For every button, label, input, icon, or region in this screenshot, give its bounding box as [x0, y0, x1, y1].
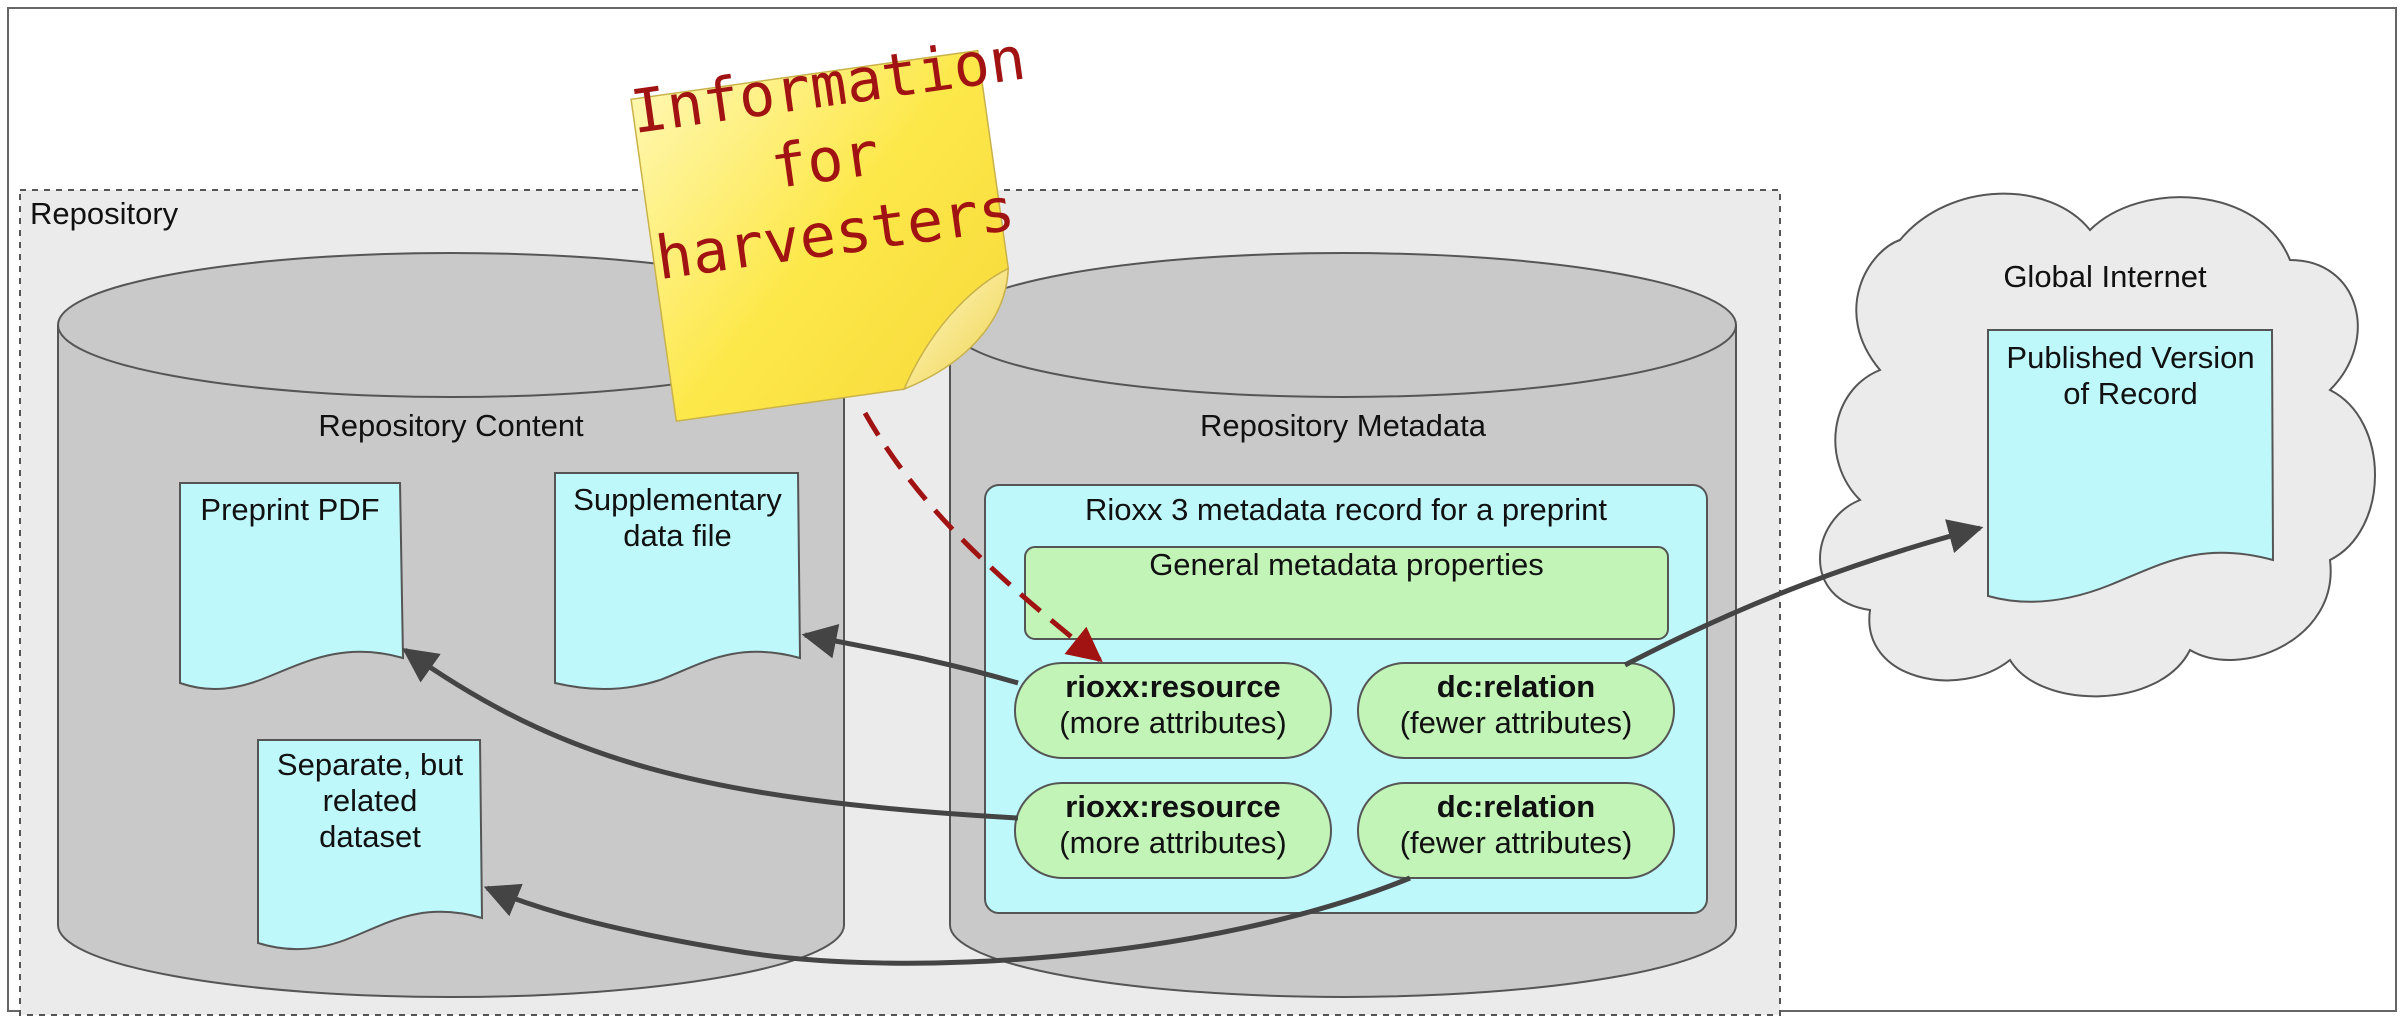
pill-1-name: rioxx:resource	[1065, 669, 1281, 704]
pill-3-text: rioxx:resource (more attributes)	[1015, 789, 1331, 861]
repository-label: Repository	[30, 196, 179, 231]
pill-rioxx-resource-1	[1014, 662, 1332, 759]
dataset-line1: Separate, but	[276, 747, 464, 782]
pill-2-name: dc:relation	[1436, 669, 1596, 704]
arrow-to-preprint	[402, 647, 1019, 821]
published-line2: of Record	[2063, 376, 2198, 411]
published-line1: Published Version	[2006, 340, 2255, 375]
pill-1-text: rioxx:resource (more attributes)	[1015, 669, 1331, 741]
dashed-arrow-from-note	[862, 411, 1103, 663]
arrow-to-supplementary	[801, 624, 1019, 686]
dataset-line2: related	[322, 783, 418, 818]
sticky-note	[630, 49, 1010, 422]
cloud-label: Global Internet	[2003, 259, 2207, 294]
preprint-label: Preprint PDF	[200, 492, 380, 527]
preprint-document	[179, 482, 405, 690]
pill-4-sub: (fewer attributes)	[1399, 825, 1633, 860]
general-properties-label: General metadata properties	[1149, 547, 1544, 582]
supplementary-document	[554, 472, 802, 690]
supplementary-line1: Supplementary	[573, 482, 782, 517]
pill-rioxx-resource-2	[1014, 782, 1332, 879]
dataset-label: Separate, but related dataset	[258, 747, 482, 855]
pill-3-sub: (more attributes)	[1059, 825, 1287, 860]
supplementary-line2: data file	[623, 518, 732, 553]
general-properties-box	[1024, 546, 1669, 640]
arrow-to-dataset	[483, 875, 1411, 966]
pill-4-name: dc:relation	[1436, 789, 1596, 824]
dataset-document	[257, 739, 484, 950]
published-version-label: Published Version of Record	[1988, 340, 2273, 412]
record-title: Rioxx 3 metadata record for a preprint	[1084, 492, 1608, 527]
pill-2-text: dc:relation (fewer attributes)	[1358, 669, 1674, 741]
pill-4-text: dc:relation (fewer attributes)	[1358, 789, 1674, 861]
pill-2-sub: (fewer attributes)	[1399, 705, 1633, 740]
content-db-label: Repository Content	[318, 408, 584, 443]
supplementary-label: Supplementary data file	[555, 482, 800, 554]
pill-3-name: rioxx:resource	[1065, 789, 1281, 824]
pill-1-sub: (more attributes)	[1059, 705, 1287, 740]
pill-dc-relation-2	[1357, 782, 1675, 879]
dataset-line3: dataset	[319, 819, 421, 854]
pill-dc-relation-1	[1357, 662, 1675, 759]
arrow-to-published-version	[1623, 519, 1984, 668]
metadata-db-label: Repository Metadata	[1199, 408, 1487, 443]
published-version-document	[1987, 329, 2275, 603]
